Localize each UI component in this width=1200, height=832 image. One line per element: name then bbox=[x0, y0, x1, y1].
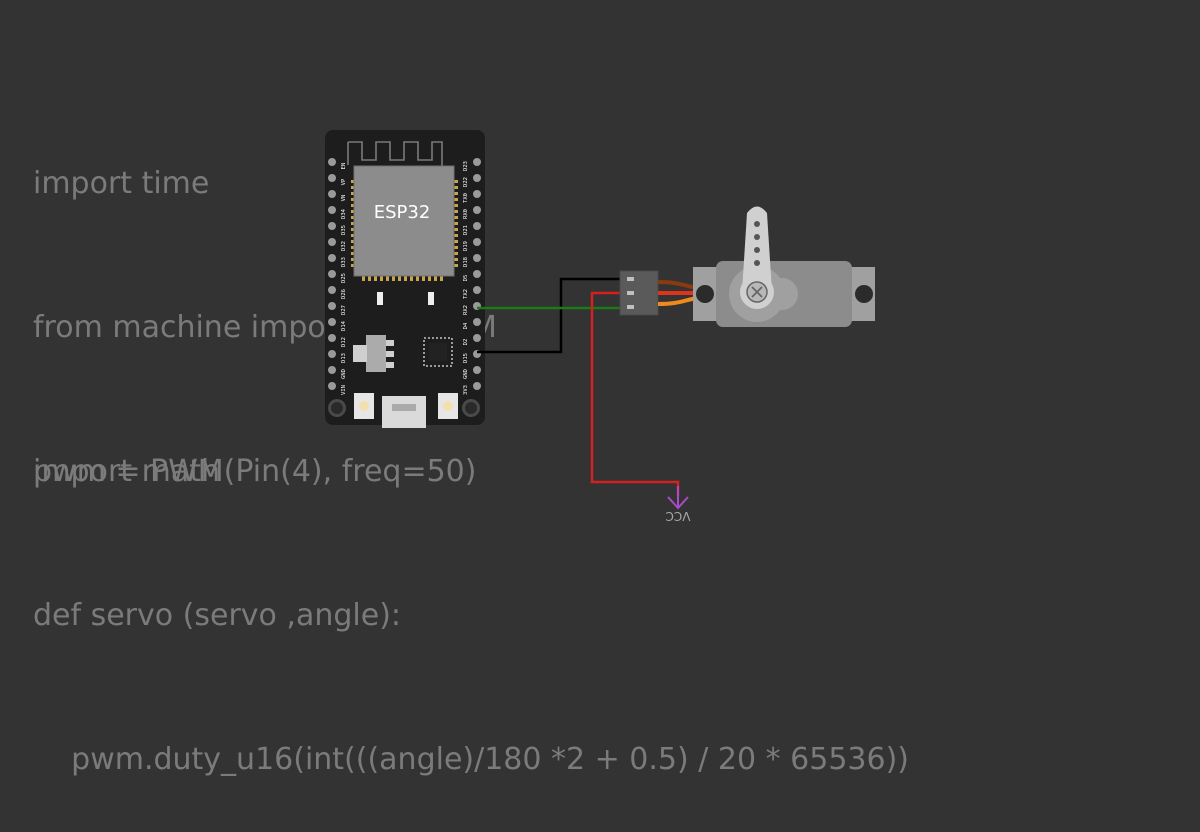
pin-label: D12 bbox=[341, 337, 347, 347]
pin-label: VN bbox=[341, 195, 347, 202]
vcc-label: VCC bbox=[666, 509, 691, 523]
esp32-chip bbox=[353, 165, 455, 277]
pin-label: D25 bbox=[341, 273, 347, 283]
pin-label: VIN bbox=[341, 385, 347, 395]
code-line: import time bbox=[33, 166, 210, 201]
pin-label: D27 bbox=[341, 305, 347, 315]
code-block-pwm-setup: pwm = PWM(Pin(4), freq=50) bbox=[33, 352, 476, 544]
voltage-regulator bbox=[366, 335, 386, 372]
code-block-imports: import time from machine import Pin, PWM… bbox=[33, 64, 497, 544]
pin-label: D21 bbox=[463, 225, 469, 235]
pin-label: TX2 bbox=[463, 289, 469, 299]
antenna-trace bbox=[347, 141, 443, 168]
mounting-screw-hole bbox=[855, 285, 873, 303]
pin-label: D2 bbox=[463, 339, 469, 346]
pin-label: GND bbox=[341, 369, 347, 379]
power-wire[interactable] bbox=[590, 291, 680, 496]
pin-label: D33 bbox=[341, 257, 347, 267]
pin-label: D23 bbox=[463, 161, 469, 171]
vcc-arrow-icon bbox=[667, 486, 689, 510]
pin-label: 3V3 bbox=[463, 385, 469, 395]
esp32-chip-label: ESP32 bbox=[374, 202, 431, 223]
pin-label: D13 bbox=[341, 353, 347, 363]
pin-label: D14 bbox=[341, 320, 347, 331]
right-pin-header[interactable] bbox=[473, 158, 481, 390]
mounting-screw-hole bbox=[696, 285, 714, 303]
code-line: def servo (servo ,angle): bbox=[33, 598, 402, 633]
pin-label: D15 bbox=[463, 353, 469, 363]
pin-label: D22 bbox=[463, 177, 469, 187]
circuit-diagram: ESP32 bbox=[325, 130, 875, 523]
pin-label: D5 bbox=[463, 275, 469, 282]
ground-wire[interactable] bbox=[477, 277, 630, 354]
pin-label: EN bbox=[341, 163, 347, 170]
servo-connector[interactable] bbox=[619, 270, 659, 316]
right-pin-labels: D23 D22 TX0 RX0 D21 D19 D18 D5 TX2 RX2 D… bbox=[463, 161, 469, 395]
pin-label: D34 bbox=[341, 208, 347, 219]
pin-label: RX2 bbox=[463, 305, 469, 315]
pin-label: D32 bbox=[341, 241, 347, 251]
pin-label: D4 bbox=[463, 322, 469, 329]
left-pin-header[interactable] bbox=[328, 158, 336, 390]
pin-label: GND bbox=[463, 369, 469, 379]
esp32-board[interactable]: ESP32 bbox=[325, 130, 485, 428]
vcc-power-symbol[interactable]: VCC bbox=[666, 486, 691, 523]
left-pin-labels: EN VP VN D34 D35 D32 D33 D25 D26 D27 D14… bbox=[341, 163, 347, 395]
smd-resistor bbox=[377, 292, 383, 305]
code-line: pwm = PWM(Pin(4), freq=50) bbox=[33, 454, 477, 489]
pin-label: D26 bbox=[341, 289, 347, 299]
pin-label: D18 bbox=[463, 257, 469, 267]
micro-usb-port[interactable] bbox=[382, 396, 426, 428]
smd-resistor bbox=[428, 292, 434, 305]
pin-label: RX0 bbox=[463, 209, 469, 219]
pin-label: D35 bbox=[341, 225, 347, 235]
pin-label: D19 bbox=[463, 241, 469, 251]
code-line: import math bbox=[33, 454, 220, 489]
code-line: pwm.duty_u16(int(((angle)/180 *2 + 0.5) … bbox=[33, 742, 909, 777]
pin-label: VP bbox=[341, 178, 347, 185]
servo-motor[interactable] bbox=[693, 206, 875, 328]
pin-label: TX0 bbox=[463, 193, 469, 203]
